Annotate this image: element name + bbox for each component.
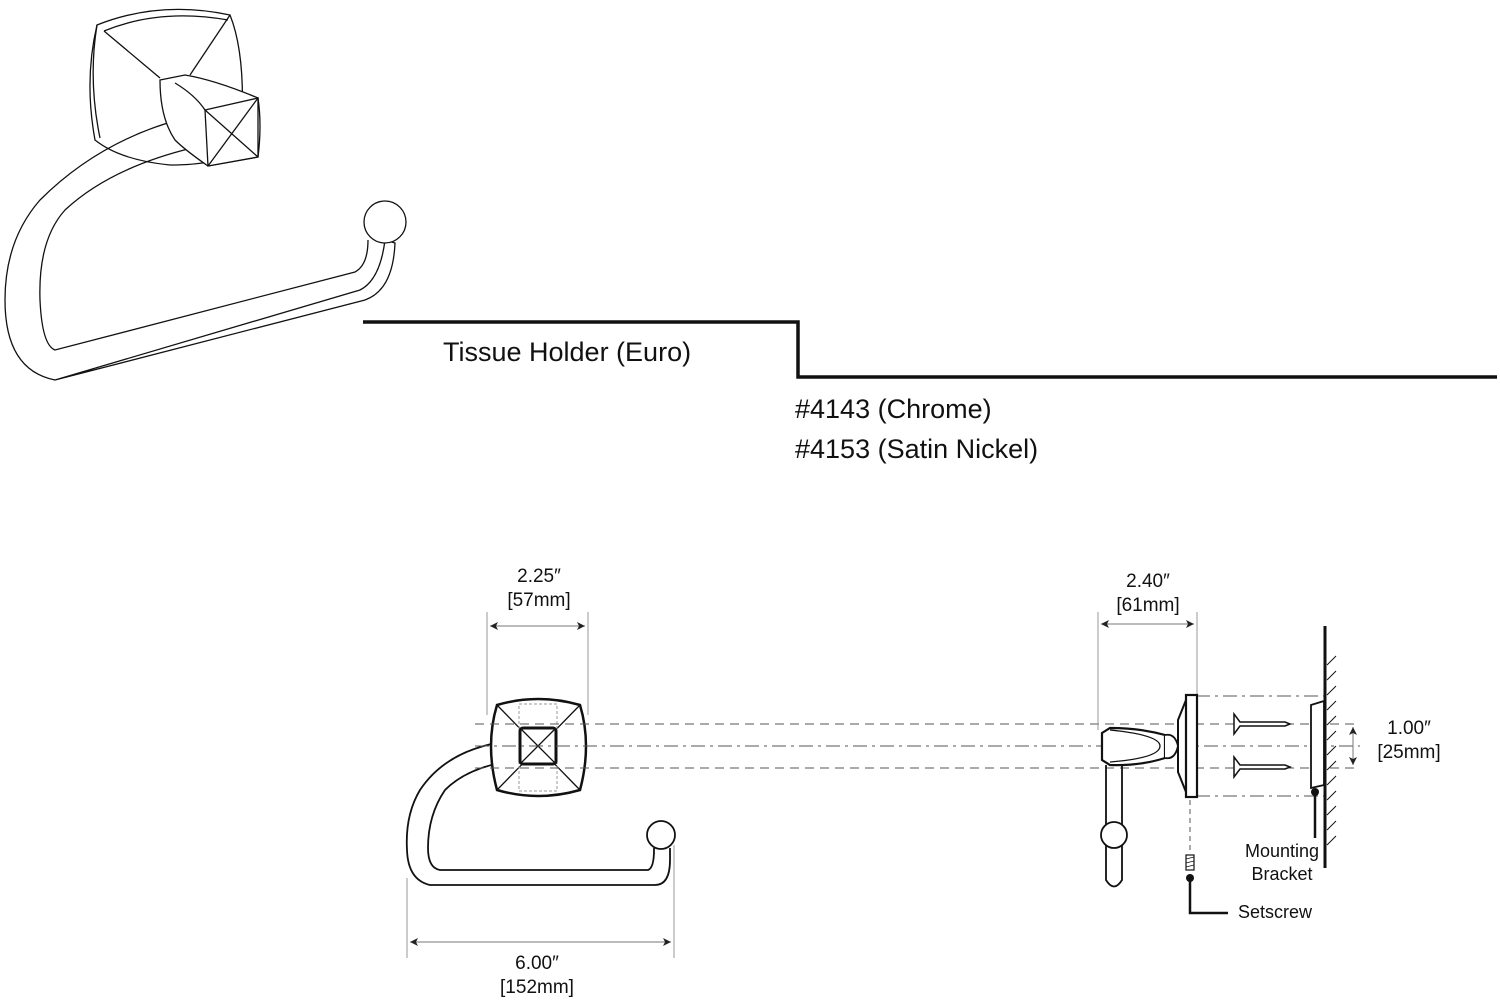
dim-backplate-width: 2.25″ [57mm] [492, 565, 586, 613]
callout-mounting-bracket-line1: Mounting [1244, 841, 1320, 861]
product-title: Tissue Holder (Euro) [443, 337, 692, 367]
model-chrome: #4143 (Chrome) [795, 394, 992, 424]
dimension-arrows [410, 620, 1357, 946]
dim-overall-width-metric: [152mm] [500, 977, 574, 998]
dim-projection: 2.40″ [61mm] [1098, 570, 1198, 618]
dim-screw-spacing: 1.00″ [25mm] [1366, 717, 1452, 765]
end-ball [363, 200, 407, 244]
dim-screw-spacing-metric: [25mm] [1377, 742, 1441, 763]
isometric-view [4, 8, 407, 381]
setscrew-part [1185, 854, 1195, 871]
front-arm [405, 739, 671, 886]
alignment-lines [475, 695, 1360, 797]
front-view [405, 612, 676, 958]
dim-backplate-width-imperial: 2.25″ [517, 566, 561, 587]
wood-screw [1233, 711, 1293, 780]
model-list: #4143 (Chrome) #4153 (Satin Nickel) [795, 389, 1038, 469]
arm [4, 117, 396, 381]
callout-mounting-bracket-line2: Bracket [1251, 864, 1313, 884]
dim-overall-width: 6.00″ [152mm] [485, 952, 589, 1000]
side-backplate [1184, 693, 1199, 799]
dim-projection-metric: [61mm] [1116, 595, 1180, 616]
side-view [1097, 612, 1337, 915]
title-rule [363, 320, 1497, 379]
wall-hatch [1326, 655, 1337, 846]
callout-setscrew: Setscrew [1238, 902, 1313, 922]
dim-screw-spacing-imperial: 1.00″ [1387, 718, 1431, 739]
mounting-bracket [1310, 699, 1325, 790]
front-end-ball [646, 820, 676, 850]
model-satin-nickel: #4153 (Satin Nickel) [795, 434, 1039, 464]
dim-projection-imperial: 2.40″ [1126, 571, 1170, 592]
dim-overall-width-imperial: 6.00″ [515, 953, 559, 974]
dim-backplate-width-metric: [57mm] [507, 590, 571, 611]
callout-mounting-bracket: Mounting Bracket [1238, 840, 1326, 886]
